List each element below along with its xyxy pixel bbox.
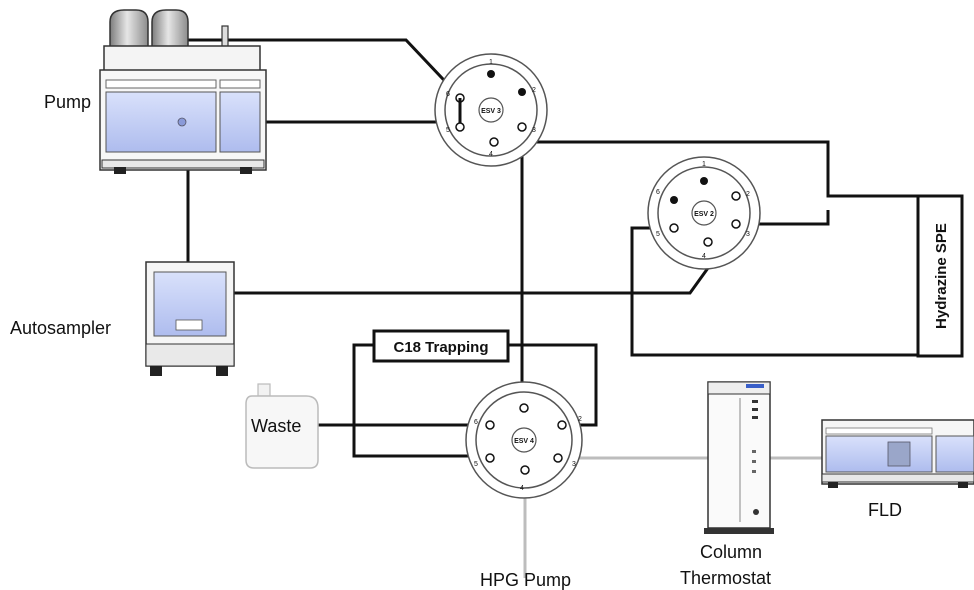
waste-label: Waste [251, 416, 301, 436]
esv3-port-1: 1 [489, 59, 493, 66]
pump-label: Pump [44, 92, 91, 112]
esv3-port-5: 5 [446, 127, 450, 134]
autosampler-label: Autosampler [10, 318, 111, 338]
esv2-port-3: 3 [746, 231, 750, 238]
valve-esv4: ESV 4 2 3 4 5 6 [465, 381, 583, 499]
esv4-port-6: 6 [474, 419, 478, 426]
esv2-port-5: 5 [656, 231, 660, 238]
esv3-port-2: 2 [532, 87, 536, 94]
pump-instrument-icon [99, 9, 267, 174]
esv4-port-4: 4 [520, 485, 524, 492]
hydrazine-spe-column: Hydrazine SPE [916, 194, 964, 358]
esv2-port-2: 2 [746, 191, 750, 198]
esv2-port-6: 6 [656, 189, 660, 196]
column-thermostat-icon [704, 381, 774, 534]
esv3-port-6: 6 [446, 91, 450, 98]
esv3-port-4: 4 [489, 151, 493, 158]
esv4-port-3: 3 [572, 461, 576, 468]
waste-jug-icon [245, 383, 319, 469]
esv4-port-2: 2 [578, 416, 582, 423]
valve-esv3-name: ESV 3 [481, 108, 501, 115]
c18-trapping-label: C18 Trapping [393, 339, 488, 356]
hydrazine-spe-label: Hydrazine SPE [933, 223, 950, 329]
esv4-port-5: 5 [474, 461, 478, 468]
column-label-line1: Column [700, 542, 762, 562]
column-label-line2: Thermostat [680, 568, 771, 588]
esv2-port-4: 4 [702, 253, 706, 260]
hpg-pump-label: HPG Pump [480, 570, 571, 590]
fld-detector-icon [821, 419, 974, 488]
esv3-port-3: 3 [532, 127, 536, 134]
esv2-port-1: 1 [702, 161, 706, 168]
valve-esv2: ESV 2 1 2 3 4 5 6 [647, 156, 761, 270]
valve-esv4-name: ESV 4 [514, 438, 534, 445]
fld-label: FLD [868, 500, 902, 520]
autosampler-instrument-icon [145, 261, 235, 376]
c18-trapping-column: C18 Trapping [372, 329, 510, 363]
valve-esv3: ESV 3 1 2 3 4 5 6 [434, 53, 548, 167]
valve-esv2-name: ESV 2 [694, 211, 714, 218]
